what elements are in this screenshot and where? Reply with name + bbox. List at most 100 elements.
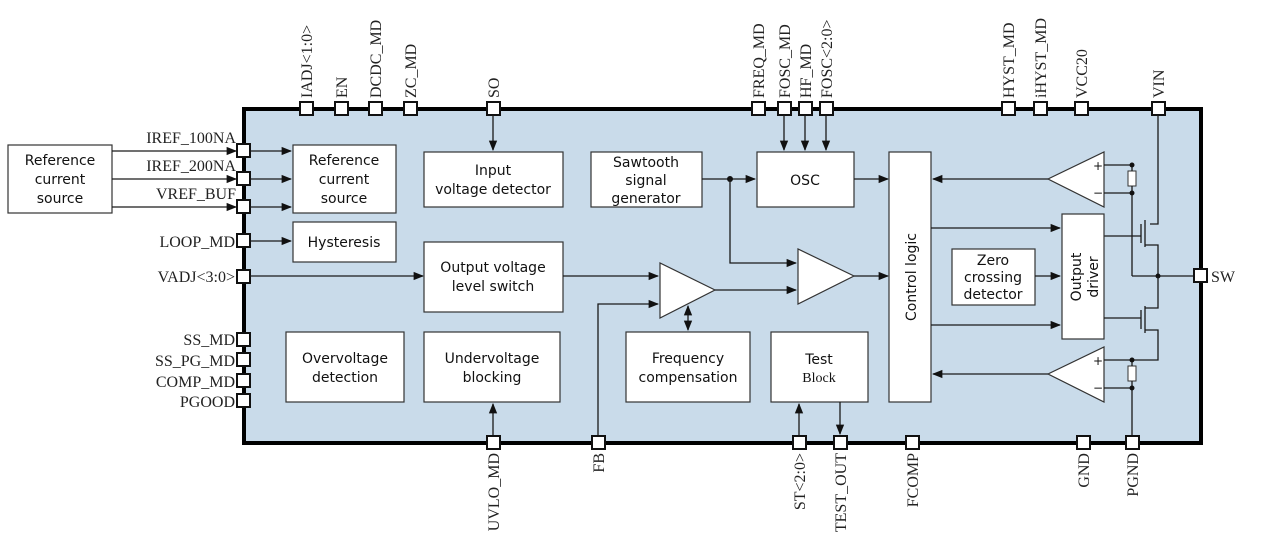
ls-drain	[1145, 276, 1159, 309]
top-pins	[299, 101, 1166, 116]
block-undervoltage-blocking: Undervoltage blocking	[423, 331, 561, 403]
pin-ss-md[interactable]	[236, 332, 251, 347]
error-amplifier	[659, 262, 717, 319]
upper-minus-sign: −	[1093, 186, 1103, 200]
pin-label-uvlo-md: UVLO_MD	[486, 453, 503, 531]
hs-source	[1145, 244, 1159, 276]
pin-vin[interactable]	[1151, 101, 1166, 116]
pin-label-en: EN	[334, 76, 351, 98]
pin-label-fb: FB	[591, 453, 608, 473]
lower-minus-sign: −	[1093, 381, 1103, 395]
junction-dot	[1129, 357, 1135, 363]
pin-label-fosc-md: FOSC_MD	[777, 24, 794, 98]
wire-fb	[597, 299, 660, 436]
ref-current-line-2: current	[319, 172, 370, 188]
pwm-comparator	[797, 248, 856, 305]
zcd-line-3: detector	[963, 287, 1022, 303]
external-ref-line-1: Reference	[25, 153, 96, 169]
block-test: Test Block	[770, 331, 869, 403]
pin-label-vin: VIN	[1151, 69, 1168, 98]
undervoltage-line-2: blocking	[463, 370, 522, 386]
pin-label-pgnd: PGND	[1125, 453, 1142, 497]
pin-freq-md[interactable]	[751, 101, 766, 116]
pin-gnd[interactable]	[1076, 435, 1091, 450]
junction-dot	[1129, 385, 1135, 391]
pin-iref-100na[interactable]	[236, 143, 251, 158]
pin-vadj[interactable]	[236, 269, 251, 284]
pin-label-fosc: FOSC<2:0>	[819, 19, 836, 98]
overvoltage-line-2: detection	[312, 370, 378, 386]
pin-label-zc-md: ZC_MD	[403, 44, 420, 98]
block-reference-current-source: Reference current source	[292, 144, 397, 214]
pin-vcc20[interactable]	[1074, 101, 1089, 116]
zcd-line-1: Zero	[977, 253, 1009, 269]
level-switch-line-1: Output voltage	[440, 260, 545, 276]
pin-loop-md[interactable]	[236, 233, 251, 248]
pin-label-st: ST<2:0>	[792, 453, 809, 510]
hysteresis-label: Hysteresis	[308, 235, 381, 251]
pin-label-fcomp: FCOMP	[905, 453, 922, 507]
block-output-voltage-level-switch: Output voltage level switch	[423, 241, 564, 313]
pin-uvlo-md[interactable]	[486, 435, 501, 450]
freqcomp-line-1: Frequency	[652, 351, 724, 367]
pin-ihyst-md[interactable]	[1033, 101, 1048, 116]
pin-hf-md[interactable]	[798, 101, 813, 116]
pin-test-out[interactable]	[833, 435, 848, 450]
upper-sense-resistor	[1127, 170, 1137, 187]
pin-label-ihyst-md: iHYST_MD	[1033, 18, 1050, 98]
pin-pgood[interactable]	[236, 393, 251, 408]
pin-zc-md[interactable]	[403, 101, 418, 116]
pin-label-test-out: TEST_OUT	[833, 453, 850, 532]
pin-dcdc-md[interactable]	[368, 101, 383, 116]
zcd-line-2: crossing	[964, 270, 1022, 286]
pin-st[interactable]	[792, 435, 807, 450]
sawtooth-line-3: generator	[611, 191, 680, 207]
pin-sw[interactable]	[1193, 268, 1208, 283]
pin-comp-md[interactable]	[236, 373, 251, 388]
ref-current-line-3: source	[321, 191, 368, 207]
pin-iref-200na[interactable]	[236, 171, 251, 186]
external-ref-line-3: source	[37, 191, 84, 207]
pin-pgnd[interactable]	[1125, 435, 1140, 450]
test-line-2: Block	[802, 371, 835, 386]
pin-vref-buf[interactable]	[236, 199, 251, 214]
wire-saw-to-comparator	[729, 179, 798, 268]
pin-label-iref-200na: IREF_200NA	[146, 158, 236, 175]
junction-dot	[1129, 162, 1135, 168]
block-overvoltage-detection: Overvoltage detection	[285, 331, 405, 403]
pin-fb[interactable]	[591, 435, 606, 450]
pin-label-so: SO	[486, 78, 503, 98]
pin-label-vadj: VADJ<3:0>	[158, 269, 235, 286]
pin-ss-pg-md[interactable]	[236, 352, 251, 367]
input-detector-line-2: voltage detector	[435, 182, 551, 198]
lower-sense-resistor	[1127, 365, 1137, 382]
lower-comparator	[1046, 346, 1105, 403]
pin-label-dcdc-md: DCDC_MD	[368, 20, 385, 98]
ref-current-line-1: Reference	[309, 153, 380, 169]
block-input-voltage-detector: Input voltage detector	[423, 151, 564, 208]
level-switch-line-2: level switch	[452, 279, 534, 295]
block-zero-crossing-detector: Zero crossing detector	[951, 248, 1036, 306]
pin-label-comp-md: COMP_MD	[156, 374, 235, 391]
pin-fosc-md[interactable]	[777, 101, 792, 116]
pin-fcomp[interactable]	[905, 435, 920, 450]
low-side-transistor	[1132, 276, 1159, 361]
sawtooth-line-2: signal	[625, 173, 666, 189]
lower-plus-sign: +	[1093, 354, 1103, 368]
pin-so[interactable]	[486, 101, 501, 116]
pin-label-pgood: PGOOD	[180, 394, 235, 411]
pin-label-freq-md: FREQ_MD	[751, 23, 768, 98]
junction-dot	[1129, 190, 1135, 196]
pin-label-sw: SW	[1211, 269, 1236, 286]
pin-iadj[interactable]	[299, 101, 314, 116]
upper-comparator	[1046, 151, 1105, 208]
upper-plus-sign: +	[1093, 159, 1103, 173]
control-logic-label: Control logic	[904, 233, 920, 321]
pin-label-hyst-md: HYST_MD	[1001, 22, 1018, 98]
external-ref-line-2: current	[35, 172, 86, 188]
pin-label-hf-md: HF_MD	[798, 44, 815, 98]
pin-en[interactable]	[334, 101, 349, 116]
pin-fosc[interactable]	[819, 101, 834, 116]
pin-hyst-md[interactable]	[1001, 101, 1016, 116]
